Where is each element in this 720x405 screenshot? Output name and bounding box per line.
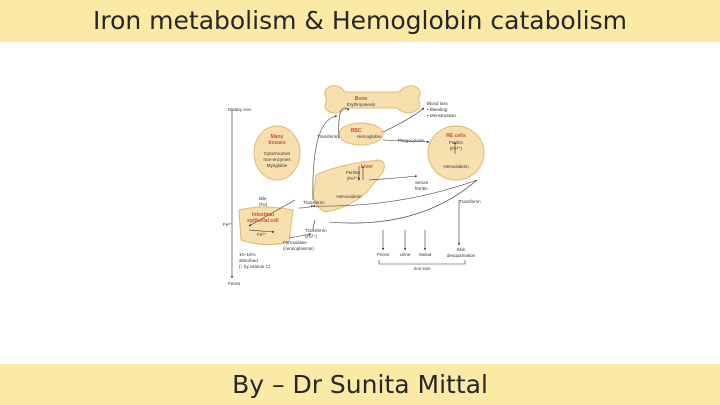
re-cells-item-1: (Fe³⁺) xyxy=(450,146,463,151)
iron-metabolism-diagram: Dietary iron Feces Bone Erythropoiesis R… xyxy=(223,85,485,286)
liver-title: Liver xyxy=(361,164,373,170)
phagocytosis-label: Phagocytosis xyxy=(398,138,426,143)
rbc-item: Hemoglobin xyxy=(357,134,382,139)
re-cells-title: RE cells xyxy=(446,133,466,139)
flow-arrows xyxy=(230,107,478,279)
many-tissues-title-1: tissues xyxy=(268,140,285,146)
bone-title: Bone xyxy=(355,96,368,102)
bile-label-0: Bile xyxy=(259,196,267,201)
transferrin-liver-label: Transferrin xyxy=(303,200,325,205)
loss-feces-label: Feces xyxy=(377,252,390,257)
transferrin-intestine-0: Transferrin xyxy=(305,228,327,233)
absorbed-label-0: 10–15% xyxy=(239,252,256,257)
bone-shape xyxy=(324,85,421,114)
transferrin-right-label: Transferrin xyxy=(459,199,481,204)
ferroxidase-label-0: Ferroxidase xyxy=(283,240,307,245)
dietary-iron-label: Dietary iron xyxy=(228,107,252,112)
fe3-left-label: Fe³⁺ xyxy=(223,222,233,227)
absorbed-label-2: (↑ by vitamin C) xyxy=(239,264,271,269)
liver-shape xyxy=(313,159,385,213)
many-tissues-title-0: Many xyxy=(271,134,284,140)
liver-item-2: Hemosiderin xyxy=(336,194,362,199)
iron-loss-label: Iron loss xyxy=(413,266,431,271)
liver-item-1: (Fe³⁺) xyxy=(347,176,360,181)
serum-ferritin-0: Serum xyxy=(415,180,429,185)
re-cells-item-0: Ferritin xyxy=(449,140,463,145)
skin-label-1: desquamation xyxy=(447,253,476,258)
feces-bottom-label: Feces xyxy=(228,281,241,286)
footer-band: By – Dr Sunita Mittal xyxy=(0,364,720,405)
many-tissues-item-1: Iron-enzymes xyxy=(263,157,291,162)
many-tissues-item-2: Myoglobin xyxy=(267,163,288,168)
many-tissues-item-0: Cytochromes xyxy=(264,151,291,156)
re-cells-item-2: Hemosiderin xyxy=(443,164,469,169)
transferrin-intestine-1: (Fe³⁺) xyxy=(305,234,318,239)
rbc-title: RBC xyxy=(351,128,362,134)
serum-ferritin-1: ferritin xyxy=(415,186,428,191)
loss-sweat-label: Sweat xyxy=(419,252,432,257)
loss-urine-label: Urine xyxy=(400,252,411,257)
blood-loss-item-0: • Bleeding xyxy=(427,107,448,112)
transferrin-top-label: Transferrin xyxy=(317,134,339,139)
many-tissues-shape xyxy=(253,125,301,181)
bile-label-1: (Fe) xyxy=(259,202,268,207)
intestinal-fe2-label: Fe²⁺ xyxy=(257,232,267,237)
skin-label-0: Skin xyxy=(457,247,466,252)
blood-loss-title: Blood loss xyxy=(427,101,449,106)
title-band: Iron metabolism & Hemoglobin catabolism xyxy=(0,0,720,42)
bone-item: Erythropoiesis xyxy=(347,102,376,107)
ferroxidase-label-1: (ceruloplasmin) xyxy=(283,246,314,251)
slide-title: Iron metabolism & Hemoglobin catabolism xyxy=(92,6,628,35)
slide-author: By – Dr Sunita Mittal xyxy=(232,370,488,399)
absorbed-label-1: absorbed xyxy=(239,258,258,263)
re-cells-shape xyxy=(427,125,485,181)
intestinal-cell-title-0: Intestinal xyxy=(252,212,275,218)
blood-loss-item-1: • Menstruation xyxy=(427,113,456,118)
intestinal-cell-shape xyxy=(238,206,294,246)
intestinal-cell-title-1: epithelial cell xyxy=(247,218,279,224)
liver-item-0: Ferritin xyxy=(346,170,360,175)
